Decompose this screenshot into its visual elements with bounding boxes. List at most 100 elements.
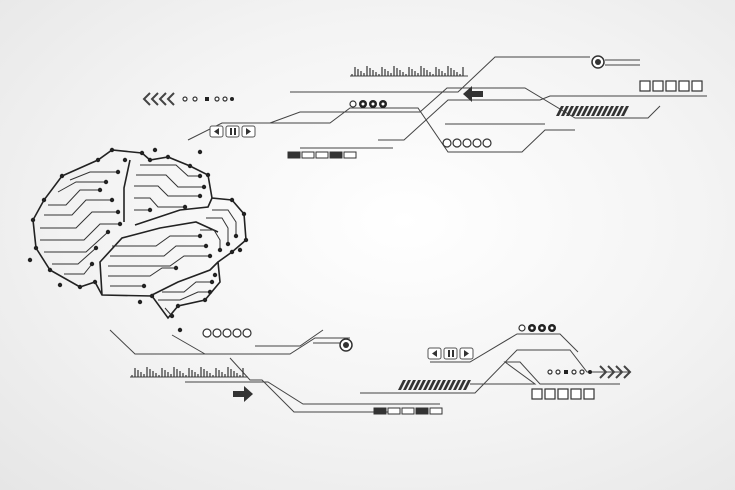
- arrow-left-icon: [463, 86, 483, 102]
- circuit-pad: [115, 209, 121, 215]
- circuit-pad: [152, 147, 158, 153]
- circuit-pad: [165, 154, 171, 160]
- hatch-stripe: [453, 380, 461, 390]
- hatched-bar-bottom: [398, 380, 471, 390]
- hatch-stripe: [556, 106, 564, 116]
- circuit-pad: [89, 261, 95, 267]
- target-icon: [591, 55, 605, 69]
- hatch-stripe: [438, 380, 446, 390]
- segment-cell: [415, 407, 429, 415]
- circuit-pad: [95, 157, 101, 163]
- segment-cell: [343, 151, 357, 159]
- hatch-stripe: [433, 380, 441, 390]
- hatch-stripe: [398, 380, 406, 390]
- circuit-pad: [30, 217, 36, 223]
- hatched-bar-top: [556, 106, 629, 116]
- media-controls-top[interactable]: [209, 125, 256, 138]
- circuit-pad: [197, 193, 203, 199]
- circuit-pad: [205, 172, 211, 178]
- hatch-stripe: [458, 380, 466, 390]
- circuit-pad: [229, 249, 235, 255]
- hatch-stripe: [591, 106, 599, 116]
- signal-ticks-top: [350, 66, 468, 77]
- circuit-pad: [197, 149, 203, 155]
- circuit-pad: [137, 299, 143, 305]
- circuit-pad: [187, 163, 193, 169]
- circuit-pad: [212, 272, 218, 278]
- circuit-pad: [149, 293, 155, 299]
- circuit-pad: [141, 283, 147, 289]
- circuit-pad: [92, 279, 98, 285]
- hatch-stripe: [616, 106, 624, 116]
- hatch-stripe: [576, 106, 584, 116]
- hatch-stripe: [561, 106, 569, 116]
- segment-cell: [401, 407, 415, 415]
- circuit-pad: [77, 284, 83, 290]
- square-row-bottom: [531, 388, 595, 400]
- circuit-pad: [97, 187, 103, 193]
- segment-bar-bottom: [373, 407, 443, 415]
- hatch-stripe: [413, 380, 421, 390]
- hatch-stripe: [581, 106, 589, 116]
- circuit-pad: [169, 313, 175, 319]
- circuit-pad: [237, 247, 243, 253]
- circuit-pad: [225, 241, 231, 247]
- segment-cell: [315, 151, 329, 159]
- hatch-stripe: [408, 380, 416, 390]
- arrow-right-icon: [233, 386, 253, 402]
- chevrons-left-icon: [142, 92, 234, 106]
- hatch-stripe: [586, 106, 594, 116]
- gear-icon: [518, 324, 556, 332]
- circuit-pad: [233, 233, 239, 239]
- circuit-pad: [217, 247, 223, 253]
- hatch-stripe: [448, 380, 456, 390]
- hatch-stripe: [428, 380, 436, 390]
- circuit-pad: [139, 150, 145, 156]
- segment-cell: [329, 151, 343, 159]
- circuit-pad: [197, 233, 203, 239]
- segment-cell: [287, 151, 301, 159]
- circuit-pad: [47, 267, 53, 273]
- segment-cell: [301, 151, 315, 159]
- circuit-pad: [103, 179, 109, 185]
- segment-cell: [429, 407, 443, 415]
- circuit-pad: [175, 303, 181, 309]
- circuit-pad: [105, 229, 111, 235]
- gear-icon: [349, 100, 387, 108]
- circuit-pad: [229, 197, 235, 203]
- hatch-stripe: [571, 106, 579, 116]
- circuit-pad: [93, 245, 99, 251]
- circuit-pad: [117, 221, 123, 227]
- circuit-pad: [243, 237, 249, 243]
- bottom-circuit-lines: [109, 329, 630, 413]
- chevrons-right-icon: [547, 365, 632, 379]
- hatch-stripe: [566, 106, 574, 116]
- media-controls-bottom[interactable]: [427, 347, 474, 360]
- circuit-pad: [122, 157, 128, 163]
- segment-bar-top: [287, 151, 357, 159]
- circuit-pad: [173, 265, 179, 271]
- hatch-stripe: [606, 106, 614, 116]
- circuit-pad: [57, 282, 63, 288]
- circuit-pad: [109, 147, 115, 153]
- circle-row-bottom: [202, 328, 252, 338]
- circuit-pad: [33, 245, 39, 251]
- hatch-stripe: [601, 106, 609, 116]
- circuit-pads: [27, 147, 249, 333]
- square-row-top: [639, 80, 703, 92]
- pause-button[interactable]: [225, 125, 240, 138]
- hatch-stripe: [443, 380, 451, 390]
- circuit-pad: [115, 169, 121, 175]
- hatch-stripe: [418, 380, 426, 390]
- target-icon: [339, 338, 353, 352]
- pause-button[interactable]: [443, 347, 458, 360]
- hatch-stripe: [596, 106, 604, 116]
- circuit-pad: [182, 204, 188, 210]
- hatch-stripe: [621, 106, 629, 116]
- circuit-pad: [207, 253, 213, 259]
- circuit-pad: [241, 211, 247, 217]
- circuit-pad: [202, 297, 208, 303]
- segment-cell: [373, 407, 387, 415]
